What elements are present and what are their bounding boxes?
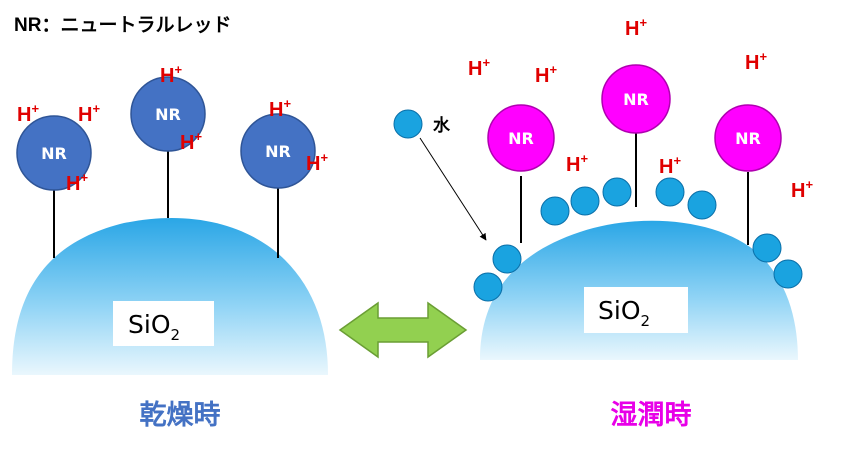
wet-nr-molecule-2: NR (601, 64, 671, 134)
svg-text:H+: H+ (306, 150, 328, 175)
svg-text:H+: H+ (17, 101, 39, 126)
water-molecule (540, 196, 570, 226)
water-molecule (473, 272, 503, 302)
svg-text:SiO2: SiO2 (128, 310, 180, 344)
water-molecule (752, 233, 782, 263)
dry-hplus-ion: H+ (306, 150, 328, 175)
wet-sio2-formula: SiO (598, 296, 641, 325)
svg-text:H+: H+ (66, 170, 88, 195)
dry-nr-molecule-1: NR (16, 115, 92, 191)
wet-hplus-ion: H+ (791, 177, 813, 202)
wet-hplus-ion: H+ (625, 15, 647, 40)
svg-text:H+: H+ (791, 177, 813, 202)
water-molecule (687, 190, 717, 220)
wet-hplus-ion: H+ (745, 49, 767, 74)
svg-text:H+: H+ (269, 96, 291, 121)
dry-hplus-ion: H+ (17, 101, 39, 126)
water-molecule (492, 244, 522, 274)
wet-panel: SiO2 NR NR NR 水 H+ (393, 15, 813, 431)
water-molecule (570, 186, 600, 216)
svg-text:SiO2: SiO2 (598, 296, 650, 330)
water-molecule (602, 177, 632, 207)
wet-sio2-subscript: 2 (641, 312, 651, 330)
wet-sio2-label: SiO2 (584, 287, 688, 333)
dry-nr-molecule-2: NR (130, 76, 206, 152)
wet-nr-molecule-1: NR (487, 104, 555, 172)
dry-caption: 乾燥時 (140, 400, 221, 431)
wet-nr-label-3: NR (735, 129, 761, 148)
legend-text: NR：ニュートラルレッド (14, 15, 231, 36)
water-molecule (393, 109, 423, 139)
dry-nr-label-1: NR (41, 144, 67, 163)
dry-sio2-label: SiO2 (113, 301, 214, 346)
water-arrow (419, 137, 487, 241)
dry-nr-molecule-3: NR (240, 113, 316, 189)
svg-text:H+: H+ (566, 151, 588, 176)
svg-text:H+: H+ (745, 49, 767, 74)
dry-hplus-ion: H+ (66, 170, 88, 195)
dry-hplus-ion: H+ (269, 96, 291, 121)
water-label: 水 (433, 115, 451, 136)
wet-caption: 湿潤時 (611, 400, 692, 431)
dry-sio2-dome (12, 217, 328, 375)
dry-nr-label-2: NR (155, 105, 181, 124)
svg-text:H+: H+ (78, 101, 100, 126)
dry-sio2-formula: SiO (128, 310, 171, 339)
wet-nr-molecule-3: NR (714, 104, 782, 172)
svg-text:H+: H+ (625, 15, 647, 40)
dry-panel: SiO2 NR NR NR H+ H+ H+ H+ H+ H+ H+ 乾燥時 (12, 62, 328, 431)
svg-text:H+: H+ (468, 55, 490, 80)
svg-text:H+: H+ (160, 62, 182, 87)
wet-hplus-ion: H+ (468, 55, 490, 80)
dry-sio2-subscript: 2 (171, 326, 181, 344)
water-molecule (655, 177, 685, 207)
svg-text:H+: H+ (535, 62, 557, 87)
dry-hplus-ion: H+ (78, 101, 100, 126)
svg-text:H+: H+ (180, 129, 202, 154)
wet-hplus-ion: H+ (566, 151, 588, 176)
dry-hplus-ion: H+ (160, 62, 182, 87)
water-molecule (773, 259, 803, 289)
dry-nr-label-3: NR (265, 142, 291, 161)
double-arrow-icon (338, 301, 468, 359)
wet-hplus-ion: H+ (659, 153, 681, 178)
wet-nr-label-1: NR (508, 129, 534, 148)
dry-hplus-ion: H+ (180, 129, 202, 154)
wet-hplus-ion: H+ (535, 62, 557, 87)
svg-text:H+: H+ (659, 153, 681, 178)
wet-nr-label-2: NR (623, 90, 649, 109)
